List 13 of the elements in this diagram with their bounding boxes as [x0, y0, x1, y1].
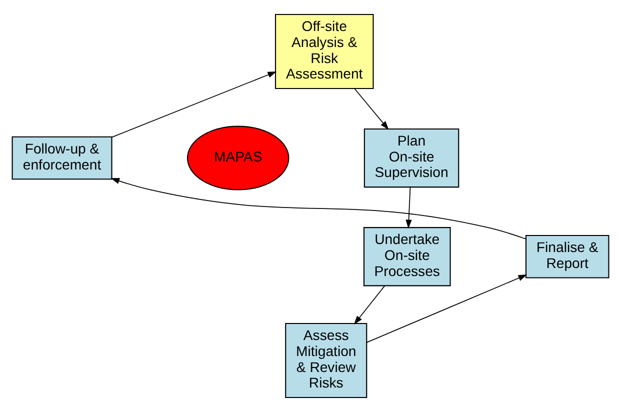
arrow — [110, 178, 526, 240]
node-box: Plan On-site Supervision — [364, 128, 460, 188]
arrow — [354, 285, 386, 325]
node-box: Undertake On-site Processes — [363, 227, 451, 286]
node-box: Off-site Analysis & Risk Assessment — [274, 14, 374, 89]
arrow — [354, 88, 389, 130]
node-box: Assess Mitigation & Review Risks — [285, 323, 368, 398]
node-box: Follow-up & enforcement — [12, 136, 112, 180]
node-box: Finalise & Report — [525, 234, 610, 278]
arrow — [111, 71, 277, 138]
arrow — [406, 186, 412, 229]
node-ellipse: MAPAS — [186, 126, 290, 190]
arrow — [366, 274, 528, 343]
